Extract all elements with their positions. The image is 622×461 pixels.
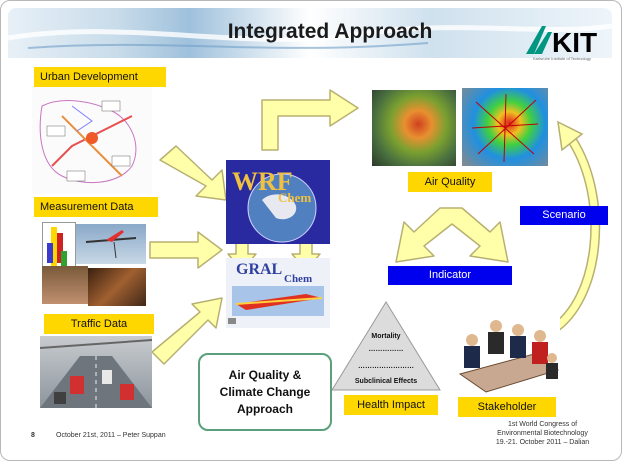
- label-traffic-data: Traffic Data: [44, 314, 154, 334]
- arrow-model-to-airquality: [261, 89, 359, 151]
- aircraft-image: [76, 224, 146, 264]
- stakeholder-meeting-image: [456, 314, 560, 394]
- air-quality-map-left: [372, 90, 456, 166]
- pyramid-mortality: Mortality: [371, 333, 401, 340]
- footer-event: 1st World Congress of Environmental Biot…: [470, 420, 615, 447]
- footer-event-line-2: Environmental Biotechnology: [497, 430, 588, 437]
- footer-date-author: October 21st, 2011 – Peter Suppan: [56, 432, 166, 439]
- approach-callout: Air Quality & Climate Change Approach: [198, 353, 332, 431]
- footer-event-line-3: 19.-21. October 2011 – Dalian: [495, 439, 590, 446]
- label-health-impact: Health Impact: [344, 395, 438, 415]
- kit-logo-subtitle: Karlsruhe Institute of Technology: [533, 56, 591, 61]
- arrow-measurement-to-model: [149, 231, 223, 269]
- urban-map-image: [32, 86, 152, 194]
- air-quality-map-right: [462, 88, 548, 166]
- measurement-lab-image: [88, 268, 146, 306]
- page-number: 8: [31, 432, 35, 439]
- slide-title: Integrated Approach: [227, 20, 433, 43]
- arrow-urban-to-model: [159, 145, 227, 201]
- wrf-chem-text: Chem: [278, 190, 311, 205]
- gral-chem-text: Chem: [284, 273, 312, 285]
- arrow-scenario-head: [557, 120, 584, 152]
- footer-event-line-1: 1st World Congress of: [507, 421, 578, 428]
- pyramid-subclinical: Subclinical Effects: [354, 378, 418, 385]
- pyramid-middle-1: ……………: [368, 346, 404, 353]
- callout-line-1: Air Quality &: [228, 367, 302, 382]
- label-air-quality: Air Quality: [408, 172, 492, 192]
- gral-text: GRAL: [236, 261, 282, 278]
- label-stakeholder: Stakeholder: [458, 397, 556, 417]
- arrow-traffic-to-model: [151, 297, 223, 365]
- arrow-airquality-to-indicator: [395, 207, 509, 263]
- header-swoosh: [8, 23, 612, 49]
- health-impact-pyramid: [331, 301, 441, 391]
- callout-line-3: Approach: [236, 401, 293, 416]
- wrf-chem-image: WRF Chem: [226, 160, 330, 244]
- label-urban-development: Urban Development: [34, 67, 166, 87]
- measurement-station-image: [42, 266, 88, 304]
- label-indicator: Indicator: [388, 266, 512, 285]
- traffic-image: [40, 336, 152, 408]
- pyramid-middle-2: ……………………: [358, 363, 414, 370]
- wrf-text: WRF: [232, 167, 293, 196]
- label-scenario: Scenario: [520, 206, 608, 225]
- label-measurement-data: Measurement Data: [34, 197, 158, 217]
- kit-logo-text: KIT: [552, 27, 597, 58]
- gral-chem-image: GRAL Chem: [226, 258, 330, 328]
- callout-line-2: Climate Change: [219, 384, 311, 399]
- kit-logo-icon: KIT: [526, 26, 597, 58]
